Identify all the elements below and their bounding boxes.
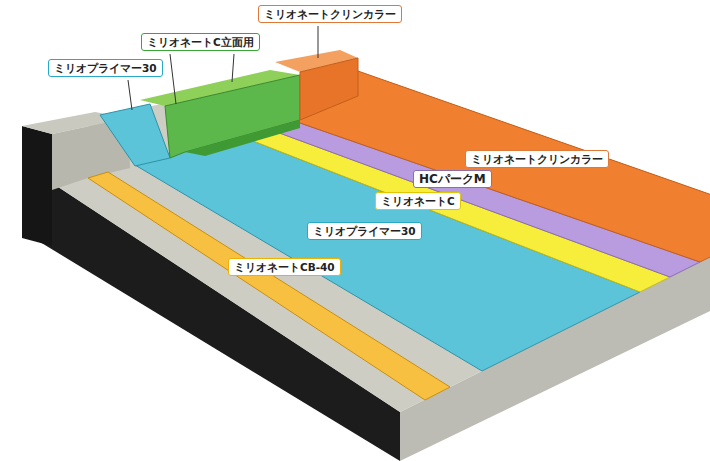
parapet-end-face [22,126,52,246]
concrete-top [40,70,710,412]
label-text: ミリオプライマー30 [313,225,416,237]
leader-line [318,26,319,58]
primer-upturn [100,104,170,166]
label-text: ミリオネートC立面用 [147,36,254,48]
callout-label: ミリオネートCB-40 [228,258,341,276]
label-text: ミリオネートクリンカラー [264,8,396,20]
label-text: ミリオネートクリンカラー [471,153,603,165]
label-text: ミリオネートC [381,195,455,207]
leader-line [232,54,234,82]
leader-line [128,80,132,110]
callout-label: ミリオプライマー30 [307,222,422,240]
green-upturn-face [165,75,300,158]
callout-label: HCパークM [413,170,492,188]
green-upturn-foot [185,120,300,156]
orange-block-face [300,58,358,120]
callout-label: ミリオプライマー30 [48,59,163,77]
callout-label: ミリオネートクリンカラー [258,5,402,23]
callout-label: ミリオネートC [375,192,461,210]
leader-line [170,54,176,104]
label-text: ミリオネートCB-40 [234,261,335,273]
label-text: ミリオプライマー30 [54,62,157,74]
label-text: HCパークM [419,172,486,186]
callout-label: ミリオネートC立面用 [141,33,260,51]
callout-label: ミリオネートクリンカラー [465,150,609,168]
